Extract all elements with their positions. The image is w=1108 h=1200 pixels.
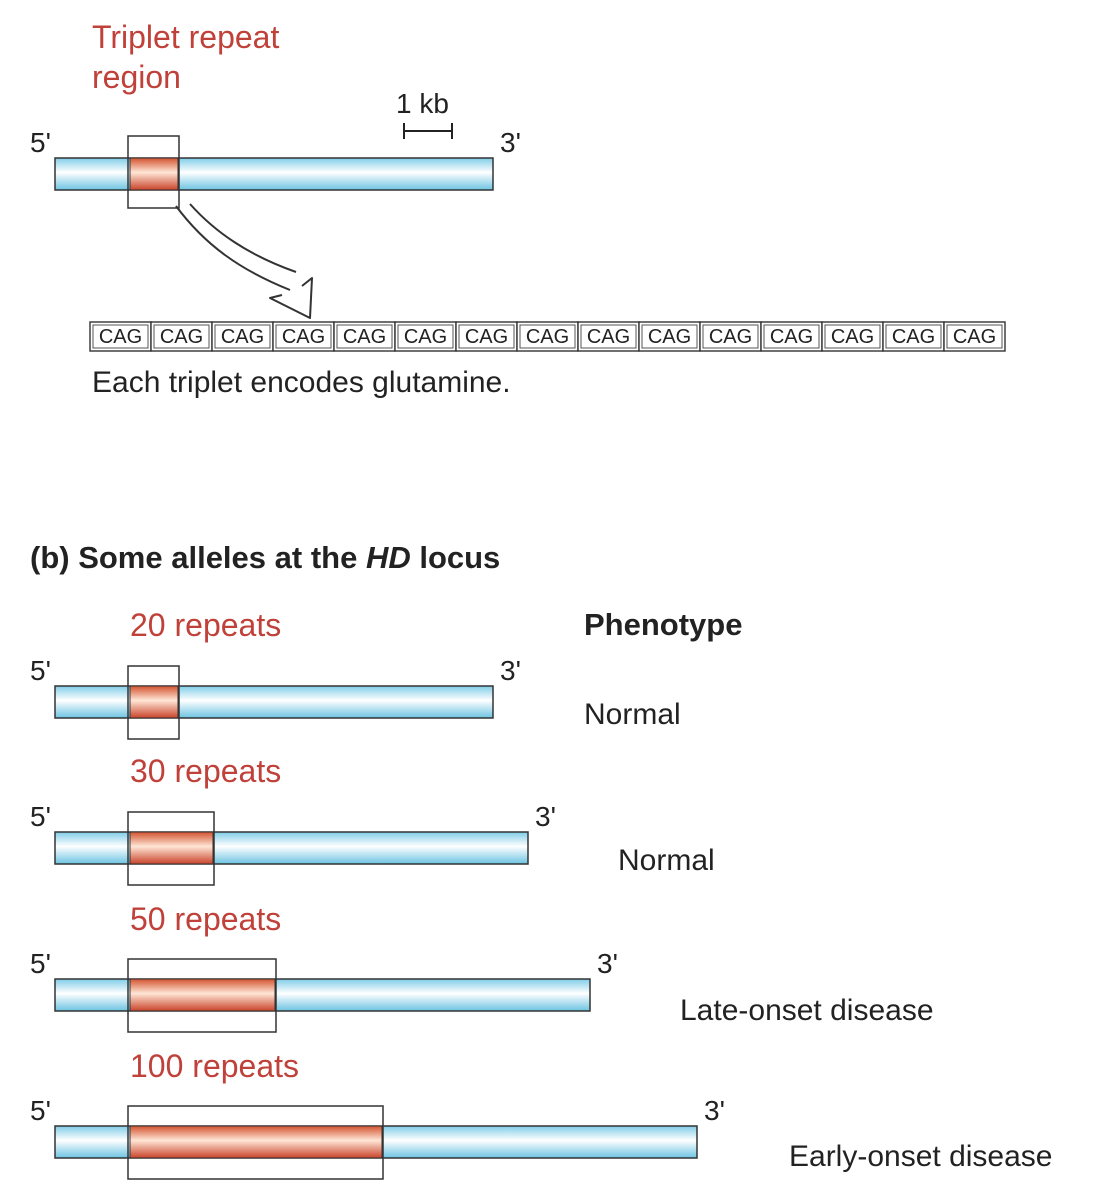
triplet-cell-inner <box>641 324 698 349</box>
heading-prefix: (b) Some alleles at the <box>30 540 366 575</box>
triplet-cell-inner <box>92 324 149 349</box>
repeats-label: 30 repeats <box>130 753 281 789</box>
allele-rows: 20 repeats 5' 3' Normal 30 repeats 5' 3' Normal… <box>30 607 1052 1180</box>
triplet-strip: CAG CAG CAG CAG CAG CAG CAG CAG CAG CAG CAG CAG CAG C… <box>89 321 1006 352</box>
repeat-region <box>129 978 276 1012</box>
phenotype-label: Normal <box>584 698 681 731</box>
triplet-label: CAG <box>160 326 203 348</box>
triplet-label: CAG <box>404 326 447 348</box>
triplet-cell-inner <box>519 324 576 349</box>
triplet-cell <box>455 321 518 352</box>
part-b: (b) Some alleles at the HD locus Phenoty… <box>30 540 1052 1180</box>
repeat-region <box>129 831 214 865</box>
triplet-label: CAG <box>770 326 813 348</box>
triplet-cell-inner <box>336 324 393 349</box>
allele-row: 100 repeats 5' 3' Early-onset disease <box>30 1048 1052 1180</box>
triplet-cell <box>211 321 274 352</box>
dna-bar <box>54 685 494 719</box>
five-prime-label: 5' <box>30 127 51 158</box>
phenotype-label: Late-onset disease <box>680 994 934 1027</box>
three-prime-label: 3' <box>500 655 521 686</box>
triplet-cell-inner <box>397 324 454 349</box>
region-label-line1: Triplet repeat <box>92 19 279 55</box>
triplet-label: CAG <box>465 326 508 348</box>
five-prime-label: 5' <box>30 948 51 979</box>
triplet-cell-inner <box>763 324 820 349</box>
triplet-cell-inner <box>702 324 759 349</box>
triplet-cell-inner <box>580 324 637 349</box>
triplet-cell-inner <box>214 324 271 349</box>
dna-bar <box>54 831 529 865</box>
triplet-cell-inner <box>824 324 881 349</box>
scale-bar <box>403 123 453 139</box>
triplet-label: CAG <box>953 326 996 348</box>
triplet-cell <box>821 321 884 352</box>
repeat-region-box <box>127 665 180 740</box>
repeats-label: 100 repeats <box>130 1048 299 1084</box>
dna-bar <box>54 157 494 191</box>
triplet-label: CAG <box>221 326 264 348</box>
triplet-label: CAG <box>648 326 691 348</box>
triplet-cell-inner <box>885 324 942 349</box>
allele-row: 20 repeats 5' 3' Normal <box>30 607 681 740</box>
heading-suffix: locus <box>411 540 501 575</box>
five-prime-label: 5' <box>30 801 51 832</box>
five-prime-label: 5' <box>30 1095 51 1126</box>
triplet-label: CAG <box>709 326 752 348</box>
phenotype-label: Early-onset disease <box>789 1140 1052 1173</box>
expand-arrow <box>175 203 313 319</box>
heading-italic: HD <box>366 540 411 575</box>
part-b-heading: (b) Some alleles at the HD locus <box>30 540 500 575</box>
scale-label: 1 kb <box>396 88 449 119</box>
triplet-label: CAG <box>892 326 935 348</box>
repeat-region-box <box>127 1105 384 1180</box>
triplet-cell-inner <box>153 324 210 349</box>
triplet-caption: Each triplet encodes glutamine. <box>92 366 511 399</box>
three-prime-label: 3' <box>704 1095 725 1126</box>
triplet-label: CAG <box>831 326 874 348</box>
allele-row: 30 repeats 5' 3' Normal <box>30 753 715 886</box>
repeat-region <box>129 1125 383 1159</box>
triplet-cell-inner <box>458 324 515 349</box>
three-prime-label: 3' <box>535 801 556 832</box>
triplet-cell <box>394 321 457 352</box>
triplet-cell <box>577 321 640 352</box>
repeat-region-box <box>127 135 180 209</box>
triplet-cell <box>882 321 945 352</box>
region-label-line2: region <box>92 59 181 95</box>
triplet-cell <box>89 321 152 352</box>
three-prime-label: 3' <box>597 948 618 979</box>
triplet-label: CAG <box>587 326 630 348</box>
triplet-label: CAG <box>99 326 142 348</box>
triplet-label: CAG <box>282 326 325 348</box>
triplet-cell-inner <box>275 324 332 349</box>
triplet-cell <box>943 321 1006 352</box>
triplet-label: CAG <box>343 326 386 348</box>
repeat-region-box <box>127 958 277 1033</box>
five-prime-label: 5' <box>30 655 51 686</box>
triplet-cell-inner <box>946 324 1003 349</box>
repeats-label: 20 repeats <box>130 607 281 643</box>
triplet-cell <box>638 321 701 352</box>
repeat-region <box>129 685 179 719</box>
repeat-region-box <box>127 811 215 886</box>
phenotype-label: Normal <box>618 844 715 877</box>
triplet-label: CAG <box>526 326 569 348</box>
allele-row: 50 repeats 5' 3' Late-onset disease <box>30 901 934 1033</box>
repeats-label: 50 repeats <box>130 901 281 937</box>
phenotype-header: Phenotype <box>584 607 742 642</box>
repeat-region <box>129 157 179 191</box>
triplet-cell <box>699 321 762 352</box>
three-prime-label: 3' <box>500 127 521 158</box>
